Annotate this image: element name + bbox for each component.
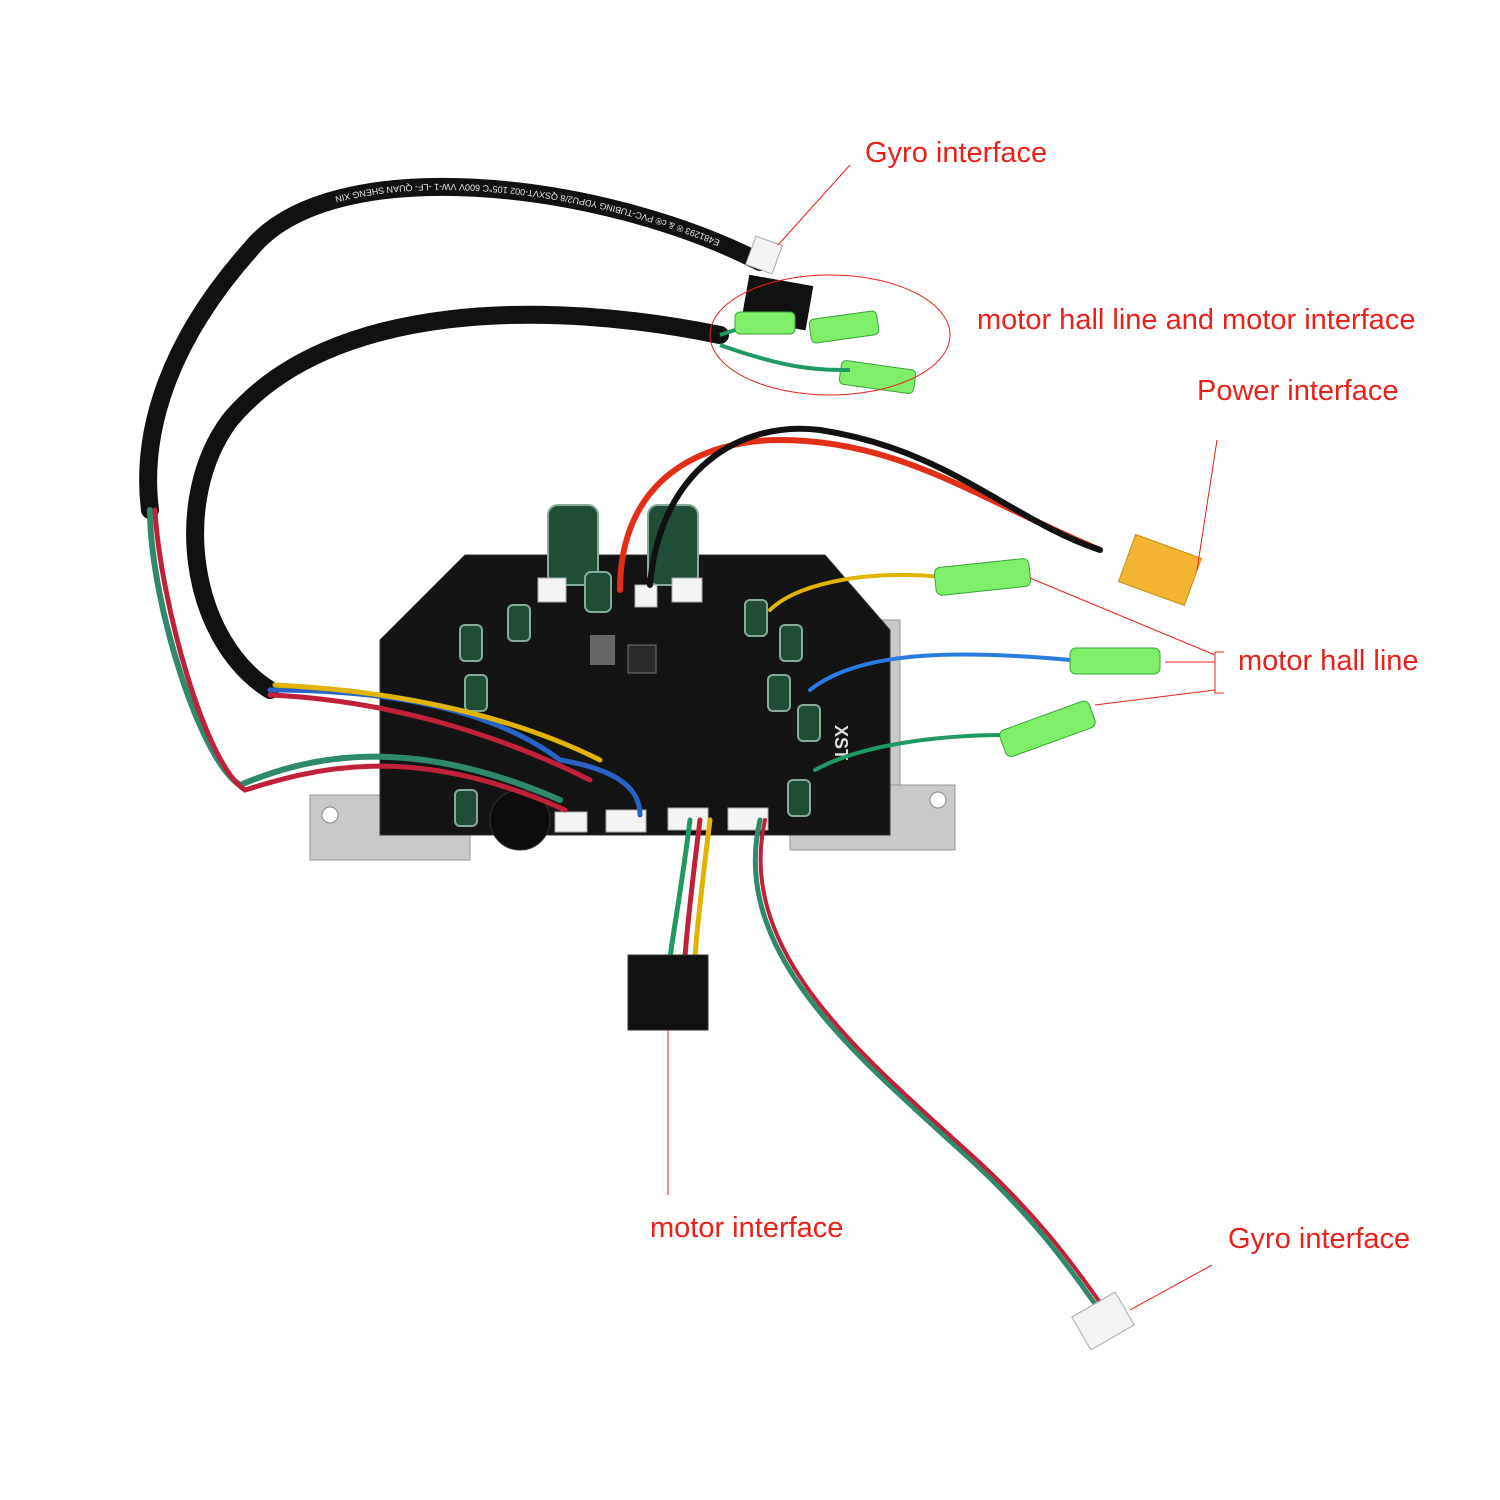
gyro-connector-top (745, 235, 783, 275)
board-brand: XST (831, 725, 851, 760)
hall-terminals-right (933, 558, 1161, 758)
xt60-power-connector (1117, 533, 1203, 607)
cables (148, 187, 1108, 1313)
bullet-terminals-top (734, 310, 917, 395)
label-gyro-interface-top: Gyro interface (865, 137, 1048, 169)
annotation-lines (667, 164, 1224, 1311)
motor-connector-bottom (627, 954, 709, 1031)
label-motor-hall-and-motor-interface: motor hall line and motor interface (977, 304, 1416, 336)
gyro-connector-bottom (1071, 1291, 1135, 1351)
label-motor-hall-line: motor hall line (1238, 645, 1419, 677)
label-gyro-interface-bottom: Gyro interface (1228, 1223, 1411, 1255)
capacitors (454, 504, 821, 827)
label-power-interface: Power interface (1197, 375, 1399, 407)
label-motor-interface: motor interface (650, 1212, 844, 1244)
